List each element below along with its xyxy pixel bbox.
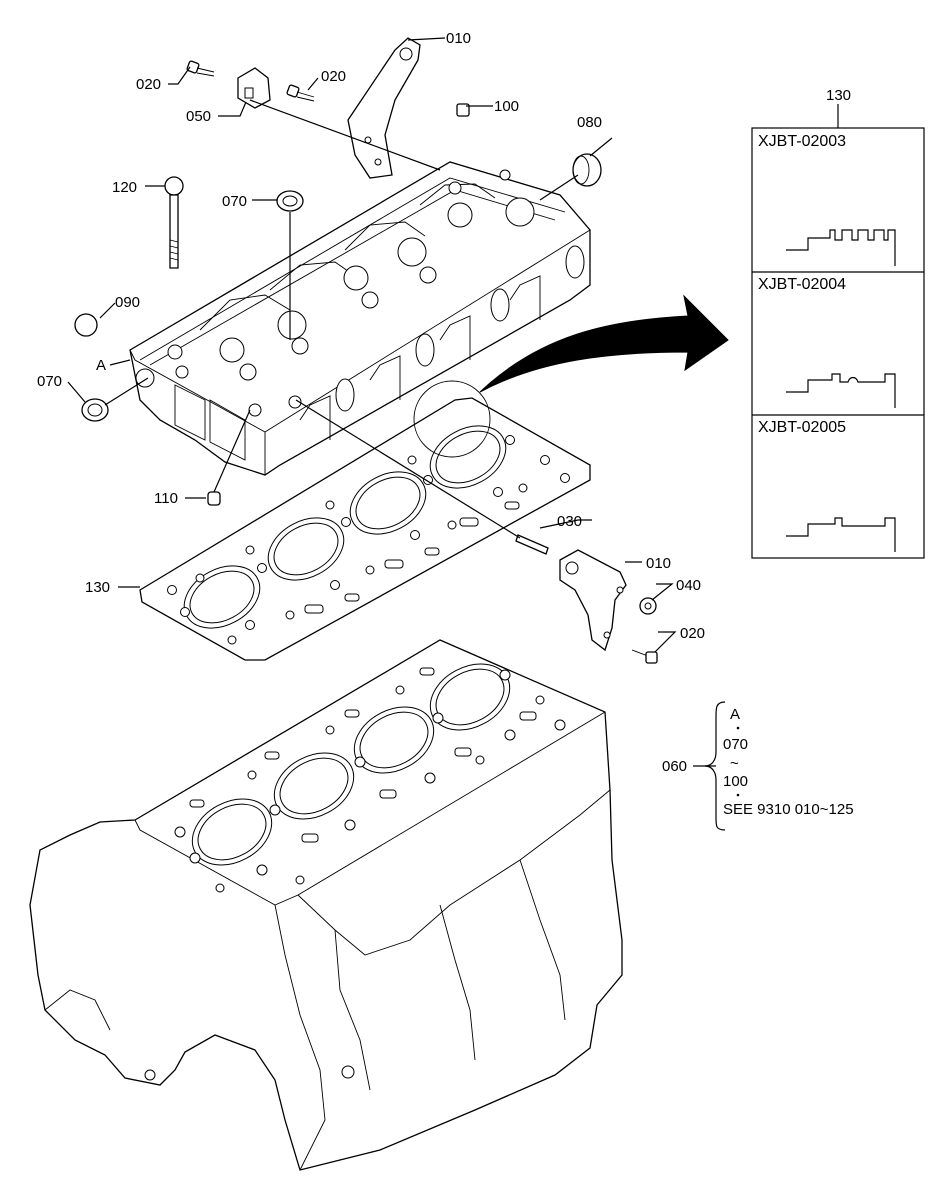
plug-110 (207, 491, 221, 506)
callout-080: 080 (577, 114, 602, 131)
callout-010-bottom: 010 (646, 555, 671, 572)
hanger-bracket-rear (347, 37, 421, 179)
callout-130: 130 (85, 579, 110, 596)
variant-label-3: XJBT-02005 (758, 419, 846, 436)
note-brace (704, 701, 726, 831)
callout-130-box: 130 (826, 87, 851, 104)
nut-040 (639, 597, 657, 615)
variant-profile-2 (786, 373, 896, 408)
note-line-a: A (730, 706, 740, 723)
note-line-070: 070 (723, 736, 748, 753)
note-line-tilde: ~ (730, 755, 739, 772)
gasket-variant-table (751, 127, 925, 559)
callout-090: 090 (115, 294, 140, 311)
variant-profile-1 (786, 229, 896, 266)
stud-030 (515, 534, 549, 555)
detail-arrow (479, 294, 729, 393)
variant-label-1: XJBT-02003 (758, 133, 846, 150)
seal-070-lower (81, 398, 109, 422)
head-gasket (139, 397, 591, 661)
plug-100 (456, 103, 470, 117)
callout-labels: 010 020 050 020 100 080 120 070 090 A 07… (37, 30, 851, 775)
cap-080 (572, 153, 602, 187)
callout-020-upper-right: 020 (321, 68, 346, 85)
seal-070-upper (276, 190, 304, 212)
bolt-020-lower (631, 649, 658, 664)
note-060-text: A 070 ~ 100 SEE 9310 010~125 (723, 706, 854, 818)
bolt-020-upper-left (186, 60, 215, 77)
callout-070-lower: 070 (37, 373, 62, 390)
callout-050: 050 (186, 108, 211, 125)
callout-070-upper: 070 (222, 193, 247, 210)
callout-110: 110 (154, 490, 178, 507)
callout-a: A (96, 357, 106, 374)
callout-010-top: 010 (446, 30, 471, 47)
variant-labels: XJBT-02003 XJBT-02004 XJBT-02005 (758, 133, 846, 436)
hanger-bracket-front (559, 549, 627, 652)
cylinder-block (29, 639, 623, 1171)
cylinder-head (129, 161, 591, 476)
callout-060: 060 (662, 758, 687, 775)
bolt-020-upper-right (286, 84, 315, 102)
detail-magnifier (413, 380, 491, 458)
callout-100: 100 (494, 98, 519, 115)
note-line-100: 100 (723, 773, 748, 790)
callout-020-lower: 020 (680, 625, 705, 642)
note-line-see: SEE 9310 010~125 (723, 801, 854, 818)
cap-090 (74, 313, 98, 337)
variant-profile-3 (786, 517, 896, 552)
callout-040: 040 (676, 577, 701, 594)
stud-bolt-120 (164, 176, 184, 269)
callout-020-upper-left: 020 (136, 76, 161, 93)
variant-label-2: XJBT-02004 (758, 276, 846, 293)
callout-120: 120 (112, 179, 137, 196)
leader-lines (67, 37, 839, 767)
clamp-050 (237, 67, 271, 109)
callout-030: 030 (557, 513, 582, 530)
